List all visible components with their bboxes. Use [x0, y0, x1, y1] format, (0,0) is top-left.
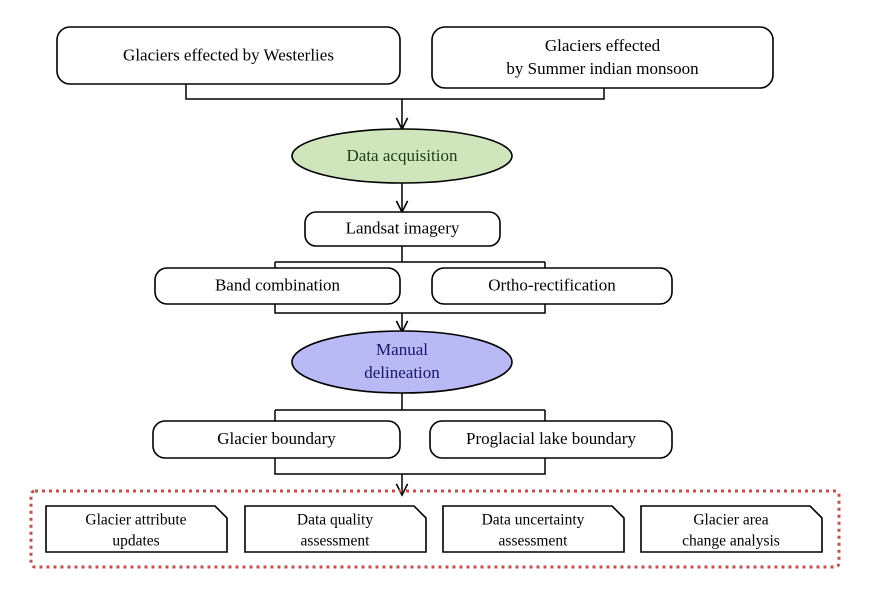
node-data-quality-assessment-shape [244, 505, 427, 553]
node-manual-delineation[interactable]: Manual delineation [291, 330, 513, 394]
node-proglacial-lake-boundary-label: Proglacial lake boundary [466, 429, 636, 448]
node-glacier-attribute-updates-label-line2: updates [112, 533, 159, 550]
node-data-uncertainty-assessment[interactable]: Data uncertainty assessment [442, 505, 625, 553]
connector-bandortho-merge [274, 305, 546, 331]
node-glacier-area-change-analysis-label-line1: Glacier area [693, 512, 768, 529]
node-band-combination-label: Band combination [215, 275, 341, 294]
node-band-combination-shape [154, 267, 401, 305]
node-ortho-rectification-label: Ortho-rectification [488, 275, 616, 294]
node-glacier-boundary-shape [152, 420, 401, 459]
node-glaciers-westerlies[interactable]: Glaciers effected by Westerlies [56, 26, 401, 85]
node-glacier-area-change-analysis-label-line2: change analysis [682, 533, 780, 550]
connector-inputs-to-acquisition [185, 84, 605, 128]
node-glacier-boundary-label: Glacier boundary [217, 429, 336, 448]
node-glacier-boundary[interactable]: Glacier boundary [152, 420, 401, 459]
node-proglacial-lake-boundary-shape [429, 420, 673, 459]
node-glaciers-monsoon-label-line2: by Summer indian monsoon [506, 59, 699, 78]
node-data-acquisition[interactable]: Data acquisition [291, 128, 513, 184]
node-glaciers-westerlies-label: Glaciers effected by Westerlies [123, 45, 334, 64]
node-glaciers-monsoon-shape [431, 26, 774, 89]
node-glaciers-monsoon[interactable]: Glaciers effected by Summer indian monso… [431, 26, 774, 89]
node-glacier-area-change-analysis-shape [640, 505, 823, 553]
node-band-combination[interactable]: Band combination [154, 267, 401, 305]
node-ortho-rectification[interactable]: Ortho-rectification [431, 267, 673, 305]
node-ortho-rectification-shape [431, 267, 673, 305]
node-data-acquisition-shape [291, 128, 513, 184]
node-landsat-imagery-shape [304, 211, 501, 247]
node-data-uncertainty-assessment-label-line1: Data uncertainty [482, 512, 585, 529]
node-manual-delineation-label-line1: Manual [376, 340, 428, 359]
node-landsat-imagery-label: Landsat imagery [346, 218, 460, 237]
node-glacier-attribute-updates-shape [45, 505, 228, 553]
node-landsat-imagery[interactable]: Landsat imagery [304, 211, 501, 247]
node-data-quality-assessment-label-line1: Data quality [297, 512, 373, 529]
node-glaciers-westerlies-shape [56, 26, 401, 85]
node-manual-delineation-label-line2: delineation [364, 363, 440, 382]
node-data-uncertainty-assessment-shape [442, 505, 625, 553]
outputs-group-dashed-border [29, 489, 841, 569]
node-proglacial-lake-boundary[interactable]: Proglacial lake boundary [429, 420, 673, 459]
node-glacier-area-change-analysis[interactable]: Glacier area change analysis [640, 505, 823, 553]
node-glaciers-monsoon-label-line1: Glaciers effected [545, 36, 661, 55]
node-data-quality-assessment[interactable]: Data quality assessment [244, 505, 427, 553]
node-data-acquisition-label: Data acquisition [347, 146, 458, 165]
node-manual-delineation-shape [291, 330, 513, 394]
node-glacier-attribute-updates-label-line1: Glacier attribute [85, 512, 186, 529]
node-data-quality-assessment-label-line2: assessment [301, 533, 371, 550]
node-data-uncertainty-assessment-label-line2: assessment [499, 533, 569, 550]
node-glacier-attribute-updates[interactable]: Glacier attribute updates [45, 505, 228, 553]
